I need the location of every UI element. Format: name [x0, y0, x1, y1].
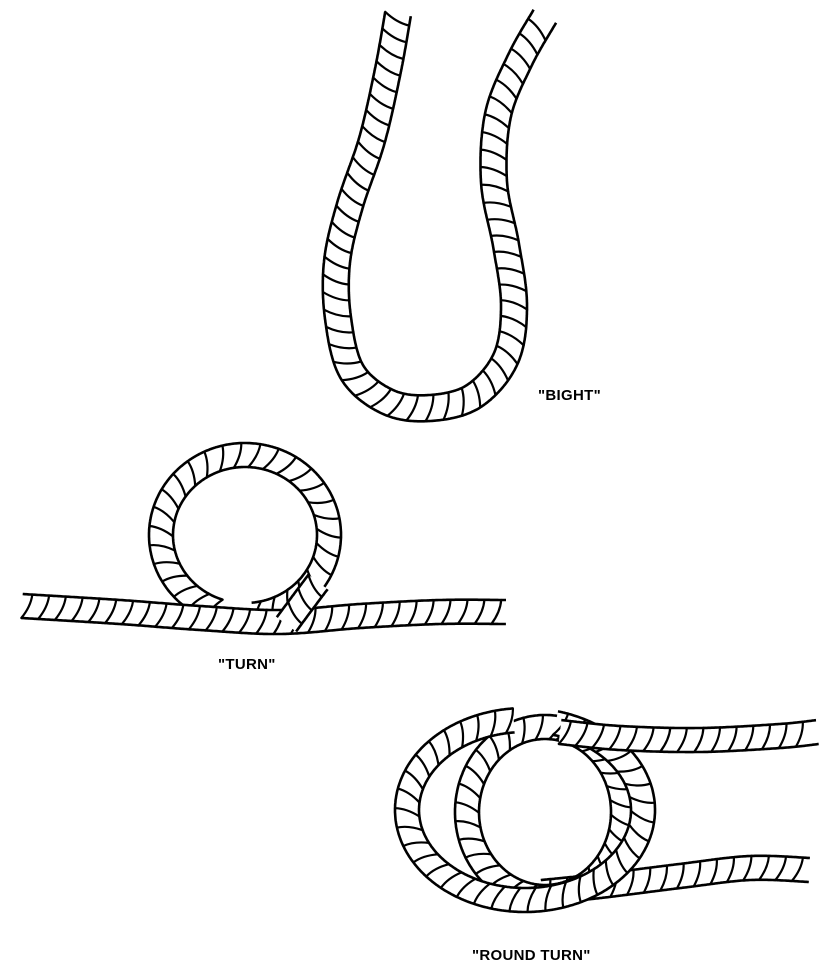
round-turn-upper-strand — [559, 720, 819, 752]
round-turn-caption: "ROUND TURN" — [472, 947, 591, 964]
bight-rope-strand — [323, 10, 556, 422]
bight-rope-illustration — [323, 10, 556, 422]
bight-caption: "BIGHT" — [538, 387, 601, 404]
turn-caption: "TURN" — [218, 656, 276, 673]
turn-rope-illustration — [21, 443, 506, 634]
round-turn-rope-illustration — [395, 708, 819, 912]
